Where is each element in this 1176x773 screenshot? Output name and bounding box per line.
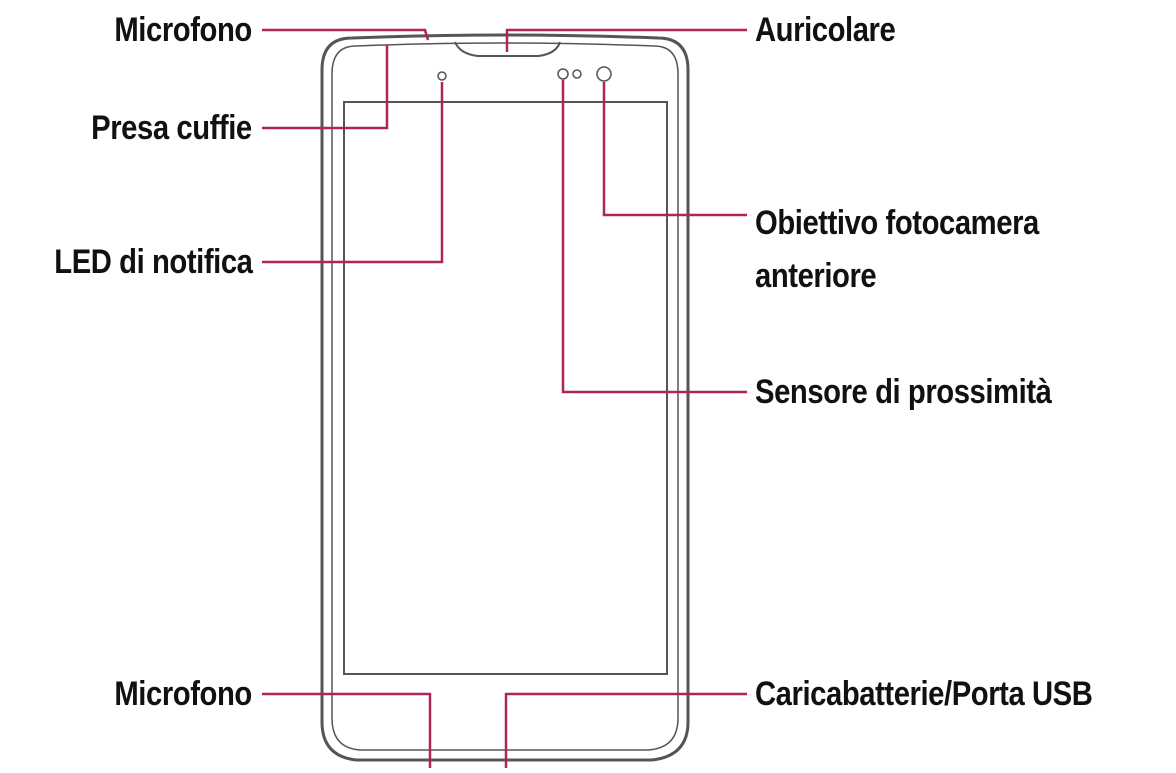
phone-outline [320, 33, 690, 762]
callout-line-front-camera [602, 82, 747, 217]
callout-line-headphone-jack [262, 45, 389, 130]
label-front-camera: Obiettivo fotocamera anteriore [755, 197, 1039, 302]
callout-line-earpiece [505, 28, 747, 52]
label-front-camera-line2: anteriore [755, 256, 877, 295]
label-headphone-jack: Presa cuffie [91, 109, 252, 147]
display-area [343, 101, 668, 675]
proximity-sensor-icon [557, 68, 569, 80]
callout-line-notification-led [262, 82, 444, 264]
callout-line-microphone-bottom [262, 692, 432, 768]
light-sensor-icon [572, 69, 582, 79]
label-microphone-bottom: Microfono [114, 675, 253, 713]
callout-line-charger-usb [504, 692, 747, 768]
label-proximity-sensor: Sensore di prossimità [755, 373, 1052, 411]
label-earpiece: Auricolare [755, 11, 896, 49]
callout-line-microphone-top [262, 28, 430, 41]
earpiece-slot [454, 41, 561, 57]
label-front-camera-line1: Obiettivo fotocamera [755, 204, 1039, 242]
label-microphone-top: Microfono [114, 11, 253, 49]
callout-line-proximity-sensor [561, 80, 747, 394]
phone-body-outer [320, 33, 690, 762]
label-charger-usb: Caricabatterie/Porta USB [755, 675, 1093, 713]
callout-lines [262, 28, 747, 768]
notification-led-icon [437, 71, 447, 81]
front-camera-icon [596, 66, 612, 82]
label-notification-led: LED di notifica [53, 243, 253, 281]
phone-body-inner [331, 42, 679, 751]
